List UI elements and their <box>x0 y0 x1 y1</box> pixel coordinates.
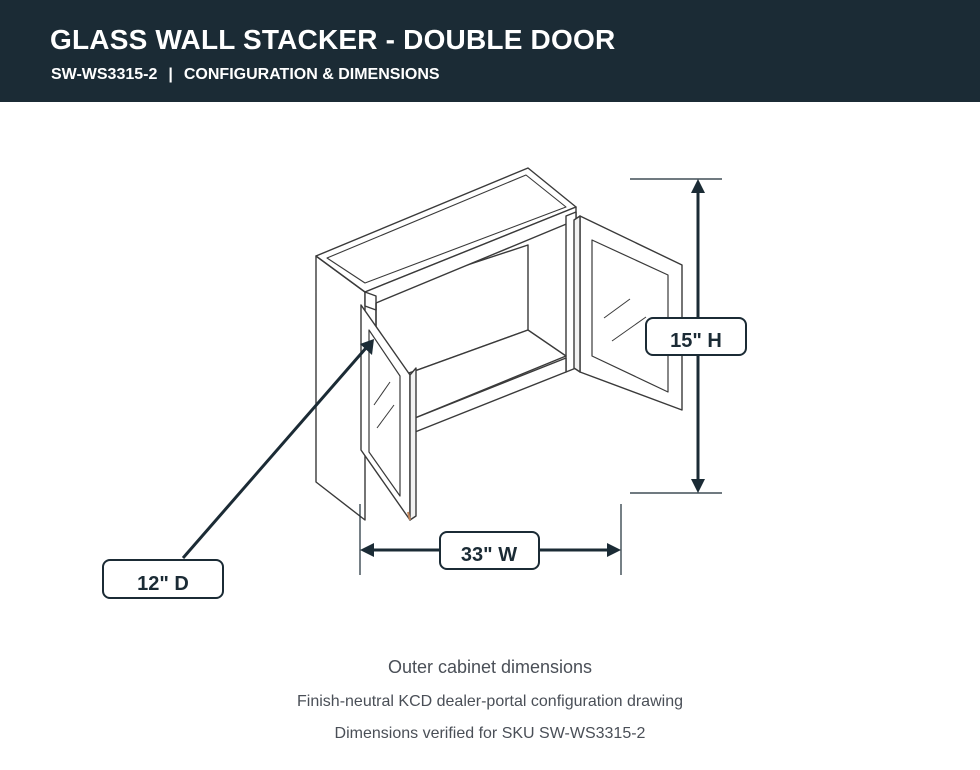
caption-verification-note: Dimensions verified for SKU SW-WS3315-2 <box>334 725 646 742</box>
sku-code: SW-WS3315-2 <box>51 66 158 83</box>
right-door-edge <box>573 215 581 373</box>
left-glass-reflection-1 <box>373 381 391 406</box>
right-glass-reflection-2 <box>611 316 647 342</box>
left-door-glass <box>368 329 401 497</box>
face-frame-left-stile <box>364 291 377 311</box>
section-title: CONFIGURATION & DIMENSIONS <box>183 66 440 83</box>
cabinet-left-side <box>315 255 366 521</box>
page-title: GLASS WALL STACKER - DOUBLE DOOR <box>50 24 616 55</box>
width-arrow-left <box>360 543 374 557</box>
left-door <box>360 304 417 521</box>
right-glass-reflection-1 <box>603 298 631 319</box>
depth-label: 12" D <box>137 573 189 595</box>
depth-dimension <box>181 339 374 559</box>
depth-leader-line <box>181 347 368 559</box>
subtitle-separator: | <box>168 66 173 83</box>
right-door <box>573 215 683 411</box>
height-arrow-top <box>691 179 705 193</box>
depth-arrow <box>360 339 374 355</box>
left-door-hinge-accent <box>407 511 411 521</box>
width-label: 33" W <box>461 544 517 566</box>
width-arrow-right <box>607 543 621 557</box>
cabinet-top-inner <box>326 174 567 284</box>
height-arrow-bottom <box>691 479 705 493</box>
cabinet-illustration <box>315 167 577 521</box>
caption-main: Outer cabinet dimensions <box>387 657 593 677</box>
caption-drawing-note: Finish-neutral KCD dealer-portal configu… <box>297 693 683 710</box>
height-label-box: 15" H <box>645 317 747 356</box>
width-label-box: 33" W <box>439 531 540 570</box>
left-glass-reflection-2 <box>376 404 395 429</box>
header-bar: GLASS WALL STACKER - DOUBLE DOOR SW-WS33… <box>0 0 980 102</box>
left-door-edge <box>409 367 417 521</box>
depth-label-box: 12" D <box>102 559 224 599</box>
height-label: 15" H <box>670 330 722 352</box>
page-subtitle: SW-WS3315-2 | CONFIGURATION & DIMENSIONS <box>51 66 440 84</box>
